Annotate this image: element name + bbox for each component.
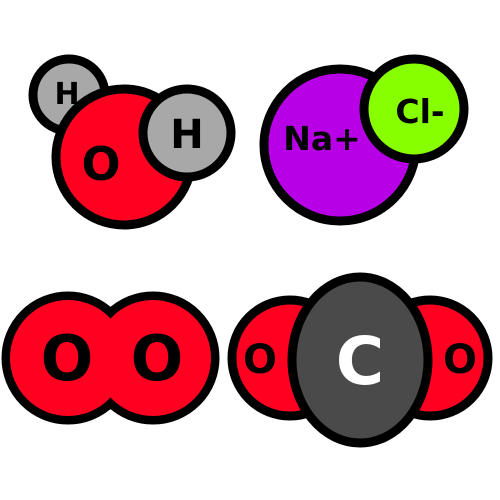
water-molecule: H O H	[28, 54, 236, 230]
co2-oxygen-right-label: O	[443, 337, 477, 383]
oxygen-gas-right-fill	[95, 300, 211, 416]
oxygen-gas-right-label: O	[131, 322, 184, 395]
water-hydrogen-right-label: H	[170, 112, 203, 158]
water-oxygen-label: O	[81, 137, 120, 191]
sodium-chloride-molecule: Na+ Cl-	[259, 54, 469, 226]
oxygen-gas-molecule: O O	[1, 291, 220, 425]
chloride-ion-atom: Cl-	[359, 54, 469, 164]
co2-carbon-atom: C	[287, 272, 433, 448]
chloride-ion-label: Cl-	[395, 92, 444, 131]
co2-oxygen-left-label: O	[243, 337, 277, 383]
carbon-dioxide-molecule: O O C	[227, 272, 493, 448]
water-hydrogen-right-atom: H	[138, 84, 236, 182]
sodium-ion-label: Na+	[283, 119, 361, 158]
co2-carbon-label: C	[336, 323, 384, 400]
oxygen-gas-left-label: O	[41, 322, 94, 395]
oxygen-gas-left-fill	[10, 300, 126, 416]
